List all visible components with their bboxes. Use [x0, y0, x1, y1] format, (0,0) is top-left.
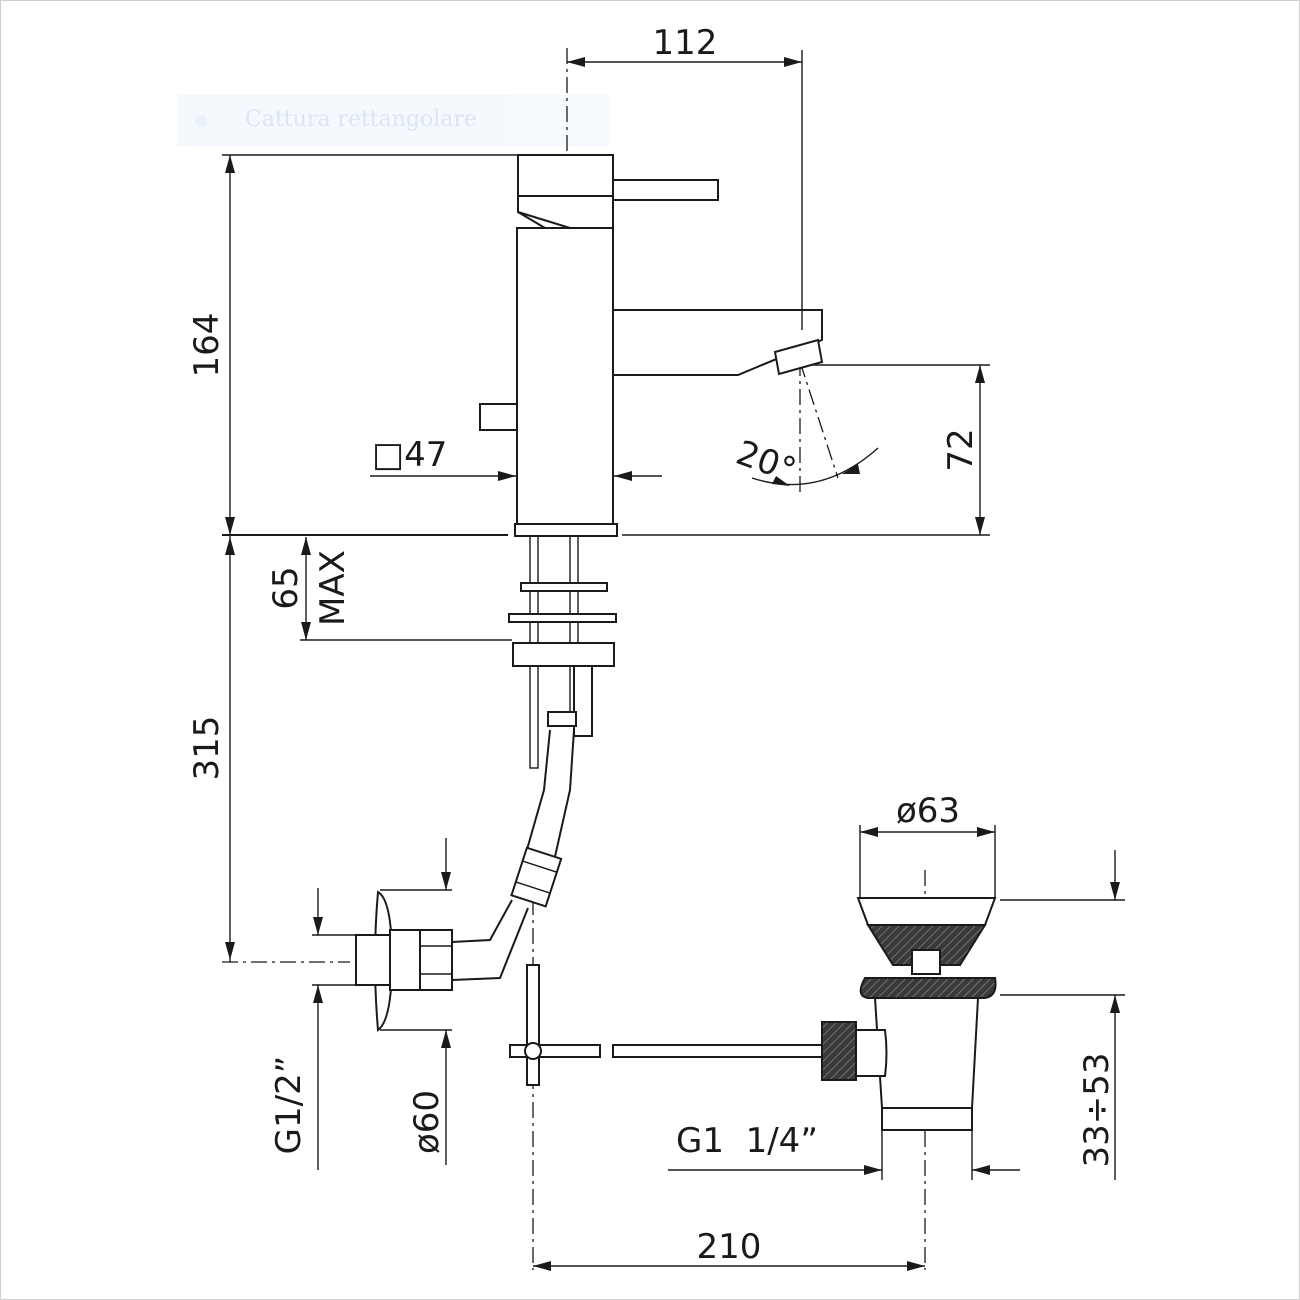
inlet-connector [355, 890, 453, 1032]
fixing-assembly [508, 535, 617, 769]
dim-315: 315 [187, 716, 227, 781]
capture-label: Cattura rettangolare [245, 107, 477, 132]
dim-164: 164 [187, 313, 227, 378]
dim-112: 112 [653, 23, 718, 63]
waste-assembly [821, 897, 997, 1131]
dim-g1-2: G1/2” [269, 1056, 309, 1155]
capture-overlay: Cattura rettangolare [177, 95, 609, 147]
flex-hose [451, 729, 575, 981]
mixer-body [479, 154, 824, 537]
dim-angle-20: 20° [731, 433, 801, 491]
dim-65: 65 [266, 566, 306, 609]
dim-max: MAX [313, 550, 353, 626]
popup-rod [509, 964, 829, 1086]
capture-icon [195, 115, 207, 127]
dim-33-53: 33÷53 [1077, 1052, 1117, 1167]
dimension-labels: 112 164 □47 20° 72 65 MAX 315 ø63 G1/2” … [187, 23, 1117, 1267]
dim-210: 210 [697, 1227, 762, 1267]
dim-o63: ø63 [896, 791, 960, 831]
dim-o60: ø60 [407, 1090, 447, 1154]
dim-square-47: □47 [372, 435, 447, 475]
dim-g1-1-4: G1 1/4” [676, 1121, 818, 1161]
dimension-lines [222, 50, 1125, 1271]
dim-72: 72 [941, 428, 981, 471]
